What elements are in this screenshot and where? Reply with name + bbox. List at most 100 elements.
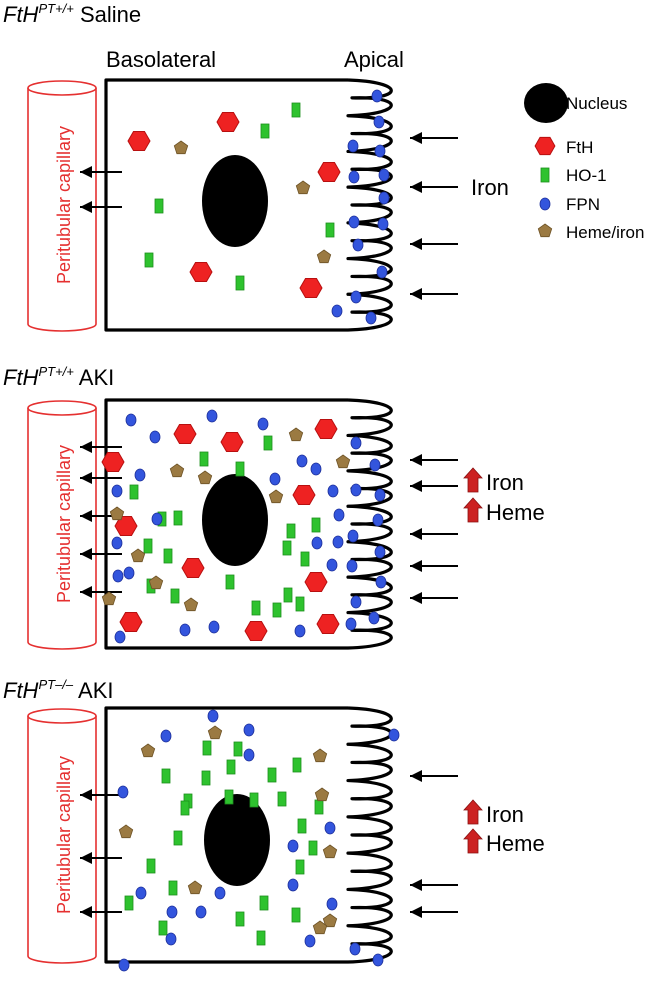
fpn-dot (375, 575, 387, 589)
heme-iron-pentagon (288, 427, 304, 442)
fpn-dot (539, 197, 551, 211)
fth-hexagon (292, 485, 316, 505)
cell-membrane (104, 706, 393, 964)
fpn-dot (373, 115, 385, 129)
fpn-dot (304, 934, 316, 948)
ho1-rect (224, 789, 234, 805)
fpn-dot (214, 886, 226, 900)
ho1-rect (283, 587, 293, 603)
capillary-top (27, 80, 97, 96)
fth-hexagon (216, 112, 240, 132)
fpn-dot (310, 462, 322, 476)
fpn-dot (376, 265, 388, 279)
title-condition: Saline (74, 2, 141, 27)
fth-hexagon (317, 162, 341, 182)
heme-iron-pentagon (295, 180, 311, 195)
ho1-rect (168, 880, 178, 896)
fpn-dot (160, 729, 172, 743)
fpn-dot (165, 932, 177, 946)
fpn-dot (347, 529, 359, 543)
fth-hexagon (314, 419, 338, 439)
influx-arrow-head (410, 480, 422, 492)
capillary-top (27, 708, 97, 724)
fpn-dot (125, 413, 137, 427)
fpn-dot (345, 617, 357, 631)
fpn-dot (206, 409, 218, 423)
ho1-rect (146, 858, 156, 874)
heme-iron-pentagon (312, 920, 328, 935)
fth-hexagon (220, 432, 244, 452)
fpn-dot (296, 454, 308, 468)
basolateral-label: Basolateral (106, 47, 216, 72)
fpn-dot (369, 458, 381, 472)
heme-iron-pentagon (183, 597, 199, 612)
title-genotype: PT+/+ (38, 1, 74, 16)
influx-arrow-head (410, 238, 422, 250)
fpn-dot (269, 472, 281, 486)
ho1-rect (308, 840, 318, 856)
fpn-dot (324, 821, 336, 835)
ho1-rect (297, 818, 307, 834)
ho1-rect (129, 484, 139, 500)
heme-iron-pentagon (173, 140, 189, 155)
title-gene: FtH (3, 678, 39, 703)
fpn-dot (372, 513, 384, 527)
fpn-dot (179, 623, 191, 637)
influx-arrow-head (410, 770, 422, 782)
ho1-rect (272, 602, 282, 618)
panel-title: FtHPT+/+ AKI (3, 364, 114, 390)
fpn-dot (350, 436, 362, 450)
heme-iron-pentagon (268, 489, 284, 504)
heme-iron-pentagon (197, 470, 213, 485)
fpn-dot (208, 620, 220, 634)
ho1-rect (199, 451, 209, 467)
ho1-rect (163, 548, 173, 564)
capillary-wall (27, 716, 97, 956)
fpn-dot (135, 886, 147, 900)
heme-iron-pentagon (312, 748, 328, 763)
capillary-bottom (27, 641, 97, 650)
fpn-dot (287, 839, 299, 853)
ho1-rect (259, 895, 269, 911)
title-genotype: PT+/+ (38, 364, 74, 379)
fth-hexagon (534, 136, 556, 156)
ho1-rect (277, 791, 287, 807)
ho1-rect (282, 540, 292, 556)
heme-iron-pentagon (148, 575, 164, 590)
fpn-dot (326, 897, 338, 911)
heme-iron-pentagon (118, 824, 134, 839)
fpn-dot (112, 569, 124, 583)
fth-hexagon (181, 558, 205, 578)
influx-arrow-head (410, 560, 422, 572)
influx-arrow-head (410, 454, 422, 466)
fpn-dot (365, 311, 377, 325)
panel-title: FtHPT+/+ Saline (3, 1, 141, 27)
fpn-dot (388, 728, 400, 742)
fpn-dot (350, 483, 362, 497)
fpn-dot (166, 905, 178, 919)
nucleus (204, 794, 270, 886)
fpn-dot (114, 630, 126, 644)
capillary-label: Peritubular capillary (54, 126, 74, 284)
fth-hexagon (244, 621, 268, 641)
fpn-dot (350, 290, 362, 304)
ho1-rect (314, 799, 324, 815)
ho1-rect (263, 435, 273, 451)
heme-iron-pentagon (322, 844, 338, 859)
fpn-dot (374, 488, 386, 502)
ho1-rect (291, 907, 301, 923)
influx-arrow-head (410, 132, 422, 144)
fpn-dot (257, 417, 269, 431)
title-condition: AKI (74, 365, 114, 390)
efflux-arrow-head (80, 510, 92, 522)
ho1-rect (260, 123, 270, 139)
fth-hexagon (119, 612, 143, 632)
legend-fth-label: FtH (566, 138, 593, 157)
ho1-rect (286, 523, 296, 539)
ho1-rect (235, 911, 245, 927)
fpn-dot (134, 468, 146, 482)
ho1-rect (173, 510, 183, 526)
influx-label-heme: Heme (486, 831, 545, 856)
heme-iron-pentagon (109, 506, 125, 521)
legend-ho1-label: HO-1 (566, 166, 607, 185)
